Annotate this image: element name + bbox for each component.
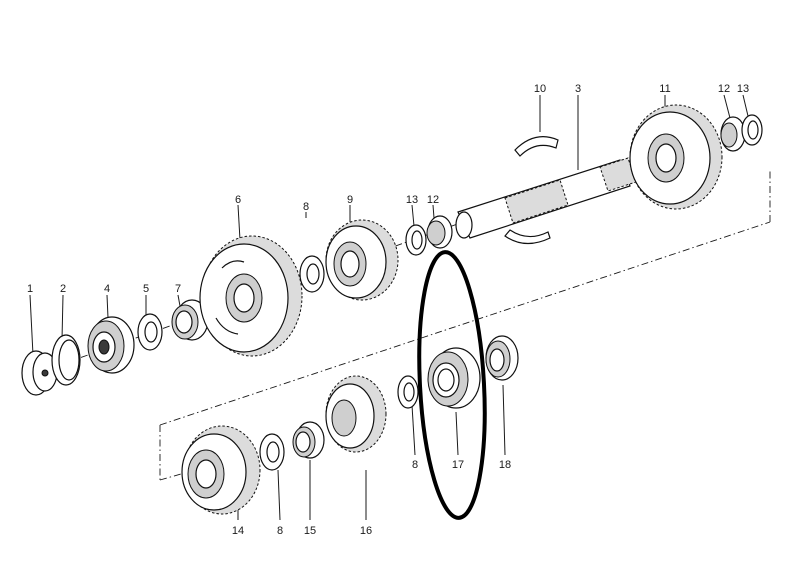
- callout-17: 17: [452, 459, 464, 471]
- lower-axis-line: [159, 221, 771, 426]
- callout-9: 9: [347, 194, 353, 206]
- callout-6: 6: [235, 194, 241, 206]
- part-17-bearing: [427, 347, 481, 409]
- part-13-ring-upper: [405, 224, 427, 256]
- callout-8-upper: 8: [303, 201, 309, 213]
- part-13-ring-right: [741, 114, 763, 146]
- callout-3: 3: [575, 83, 581, 95]
- part-5-shim: [137, 313, 163, 351]
- callout-16: 16: [360, 525, 372, 537]
- part-9-gear: [325, 219, 399, 301]
- callout-2: 2: [60, 283, 66, 295]
- callout-8-lower-left: 8: [277, 525, 283, 537]
- highlight-ellipse: [417, 250, 487, 520]
- callout-15: 15: [304, 525, 316, 537]
- callout-5: 5: [143, 283, 149, 295]
- callout-13-upper: 13: [406, 194, 418, 206]
- callout-10: 10: [534, 83, 546, 95]
- part-2-ring: [51, 334, 81, 386]
- part-11-gear: [629, 104, 723, 210]
- callout-18: 18: [499, 459, 511, 471]
- part-1-washer-cap: [21, 350, 58, 396]
- callout-1: 1: [27, 283, 33, 295]
- part-3-shaft: [455, 157, 637, 239]
- part-6-large-gear: [199, 235, 303, 357]
- callout-12-upper: 12: [427, 194, 439, 206]
- part-8-shim-upper: [299, 255, 325, 293]
- part-10-needle-bearing-halves: [504, 136, 559, 245]
- part-8-shim-lower-right: [397, 375, 419, 409]
- part-8-shim-lower-left: [259, 433, 285, 471]
- callout-12-right: 12: [718, 83, 730, 95]
- part-7-needle-cage: [171, 299, 209, 341]
- callout-4: 4: [104, 283, 110, 295]
- part-14-gear: [181, 425, 261, 515]
- part-4-bearing: [87, 316, 135, 374]
- callout-7: 7: [175, 283, 181, 295]
- callout-labels: 1 2 4 5 7 6 8 9 13 12 10 3 11 12 13 14 8…: [27, 83, 749, 537]
- part-15-needle-cage: [292, 421, 325, 459]
- leader-lines: [29, 94, 749, 521]
- callout-8-lower-right: 8: [412, 459, 418, 471]
- part-12-bushing-right: [720, 116, 746, 152]
- part-12-bushing-upper: [426, 215, 453, 249]
- callout-14: 14: [232, 525, 244, 537]
- part-16-gear: [325, 375, 387, 453]
- callout-13-right: 13: [737, 83, 749, 95]
- part-18-seal-ring: [485, 335, 519, 381]
- callout-11: 11: [659, 83, 670, 95]
